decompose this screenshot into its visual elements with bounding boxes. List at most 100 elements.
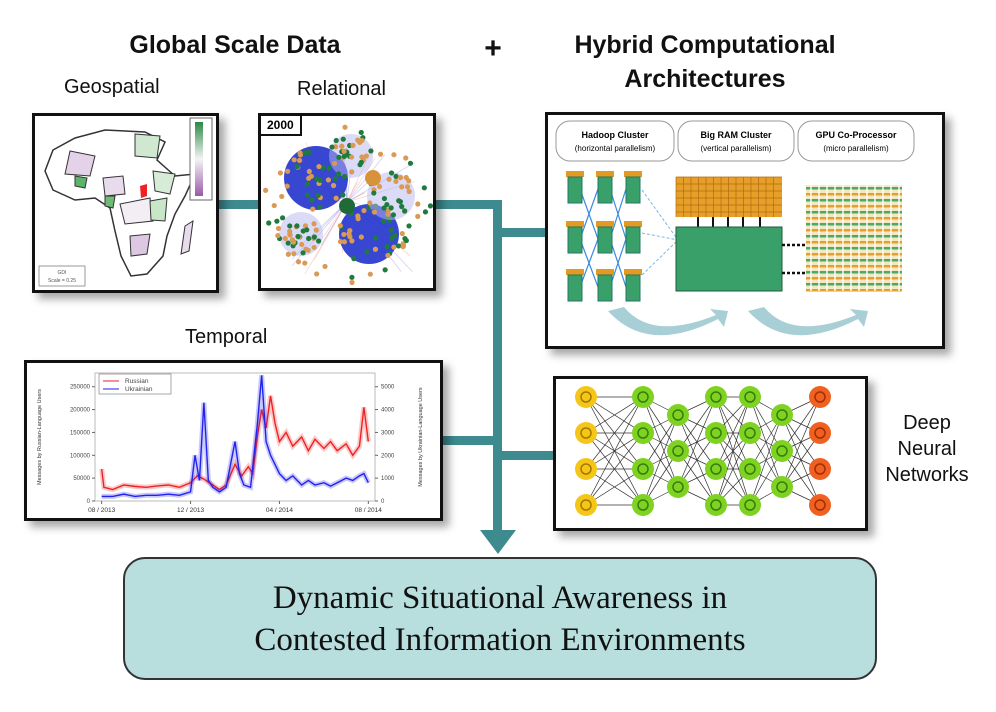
nn-neuron — [739, 386, 761, 408]
network-node — [340, 192, 346, 198]
network-node — [381, 205, 387, 211]
network-node — [376, 183, 383, 190]
hadoop-node-memory — [624, 269, 642, 275]
relational-network-panel: 2000 — [258, 113, 436, 291]
bigram-subtitle: (vertical parallelism) — [700, 144, 771, 153]
network-node — [282, 235, 288, 242]
connector-temporal — [440, 436, 500, 445]
legend-label: Russian — [125, 378, 149, 385]
network-node — [290, 239, 297, 245]
network-node — [341, 148, 347, 154]
network-node — [382, 267, 388, 273]
y-left-tick-label: 100000 — [70, 453, 91, 459]
network-node — [339, 143, 345, 149]
nn-neuron — [739, 422, 761, 444]
y-left-tick-label: 150000 — [70, 430, 91, 436]
network-node — [325, 177, 332, 183]
network-node — [302, 260, 308, 266]
y-right-axis-label: Messages by Ukrainian-Language Users — [418, 387, 424, 487]
nn-neuron — [575, 494, 597, 516]
nn-neuron — [705, 458, 727, 480]
label-deep-neural-networks: Deep Neural Networks — [872, 410, 982, 488]
hadoop-cluster-header: Hadoop Cluster (horizontal parallelism) — [555, 120, 675, 162]
temporal-line-chart: 0500001000001500002000002500000100020003… — [37, 372, 424, 514]
nn-neuron — [739, 494, 761, 516]
network-node — [389, 235, 395, 241]
network-node — [335, 171, 342, 177]
network-node — [421, 185, 427, 191]
network-node — [304, 192, 311, 198]
y-left-tick-label: 200000 — [70, 408, 91, 414]
map-caption-line2: Scale = 0.25 — [48, 278, 76, 284]
label-relational: Relational — [297, 78, 386, 100]
network-node — [357, 162, 363, 168]
network-node — [355, 216, 361, 222]
network-node — [390, 212, 397, 218]
network-node — [284, 183, 290, 189]
dnn-line2: Neural — [897, 438, 957, 460]
hadoop-node — [567, 176, 583, 204]
network-node — [349, 274, 355, 280]
network-node — [395, 243, 402, 249]
network-node — [315, 238, 322, 244]
connector-trunk-vertical — [493, 200, 502, 535]
network-node — [386, 176, 392, 182]
hadoop-node-memory — [566, 221, 584, 227]
hadoop-node — [597, 176, 613, 204]
network-node — [415, 201, 421, 207]
network-node — [313, 227, 319, 233]
gpu-header: GPU Co-Processor (micro parallelism) — [797, 120, 915, 162]
network-cluster — [279, 212, 323, 256]
network-node — [415, 213, 421, 219]
network-node — [316, 163, 322, 170]
network-node — [285, 240, 291, 246]
nn-neuron — [667, 404, 689, 426]
nn-neuron — [632, 458, 654, 480]
x-tick-label: 04 / 2014 — [266, 507, 293, 514]
network-node — [340, 136, 346, 142]
nn-neuron — [575, 386, 597, 408]
network-node — [393, 173, 399, 180]
network-node — [300, 250, 306, 256]
network-node — [399, 230, 405, 237]
hadoop-node-memory — [566, 171, 584, 177]
network-node — [314, 271, 320, 277]
y-right-tick-label: 3000 — [381, 430, 395, 436]
year-badge: 2000 — [261, 116, 302, 136]
map-caption-line1: GDI — [58, 270, 67, 276]
network-node — [400, 242, 407, 248]
network-node — [371, 190, 377, 196]
deep-neural-network-panel — [553, 376, 868, 531]
nn-neuron — [771, 476, 793, 498]
network-node — [311, 221, 317, 227]
y-left-tick-label: 250000 — [70, 385, 91, 391]
network-node — [291, 157, 297, 163]
hadoop-node-memory — [596, 171, 614, 177]
network-node — [337, 239, 344, 245]
network-node — [403, 155, 409, 161]
nn-neuron — [575, 458, 597, 480]
network-node — [397, 175, 404, 181]
bigram-title: Big RAM Cluster — [700, 130, 772, 140]
hadoop-node-memory — [566, 269, 584, 275]
heading-hybrid-line1: Hybrid Computational — [574, 31, 836, 59]
hadoop-node — [625, 176, 641, 204]
network-node — [333, 195, 339, 201]
y-left-tick-label: 50000 — [73, 476, 90, 482]
network-node — [311, 244, 317, 251]
geospatial-map-panel: GDI Scale = 0.25 — [32, 113, 219, 293]
nn-neuron — [575, 422, 597, 444]
outcome-line2: Contested Information Environments — [254, 622, 746, 658]
network-node — [333, 137, 339, 144]
y-right-tick-label: 5000 — [381, 385, 395, 391]
network-node — [275, 233, 281, 239]
network-node — [309, 197, 315, 203]
network-node — [306, 235, 312, 242]
network-node — [305, 247, 311, 253]
network-node — [402, 208, 408, 214]
hadoop-node — [625, 226, 641, 254]
network-node — [385, 252, 391, 259]
network-node — [381, 195, 388, 202]
network-node — [391, 244, 397, 250]
